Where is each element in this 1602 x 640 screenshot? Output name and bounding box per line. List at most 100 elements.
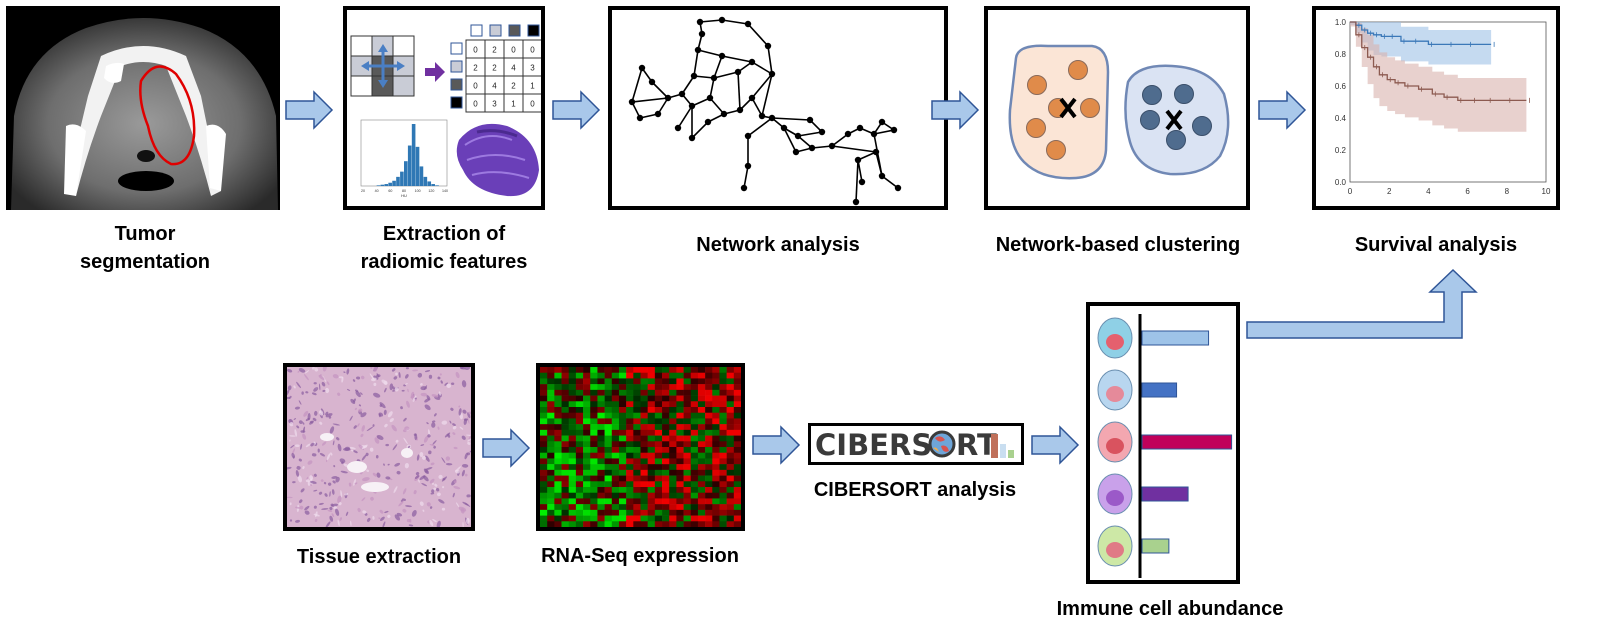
heatmap-cell bbox=[705, 515, 713, 522]
heatmap-cell bbox=[554, 492, 562, 499]
heatmap-cell bbox=[604, 452, 613, 459]
heatmap-cell bbox=[726, 378, 735, 385]
network-node bbox=[768, 114, 776, 122]
heatmap-cell bbox=[604, 435, 613, 442]
heatmap-cell bbox=[683, 458, 692, 465]
network-node bbox=[828, 142, 836, 150]
heatmap-cell bbox=[676, 515, 684, 522]
heatmap-cell bbox=[676, 492, 684, 499]
heatmap-cell bbox=[626, 367, 634, 374]
heatmap-cell bbox=[575, 509, 584, 516]
heatmap-cell bbox=[669, 487, 677, 494]
heatmap-cell bbox=[568, 412, 577, 419]
heatmap-cell bbox=[662, 458, 670, 465]
confidence-band bbox=[1350, 22, 1527, 132]
label-immune-abundance: Immune cell abundance bbox=[1056, 598, 1284, 620]
heatmap-cell bbox=[662, 401, 670, 408]
x-tick-label: 10 bbox=[1542, 187, 1551, 196]
cluster-point bbox=[1142, 85, 1162, 105]
heatmap-cell bbox=[654, 395, 663, 402]
heatmap-cell bbox=[733, 412, 741, 419]
heatmap-cell bbox=[640, 389, 648, 396]
heatmap-cell bbox=[597, 441, 605, 448]
heatmap-cell bbox=[733, 487, 741, 494]
heatmap-cell bbox=[583, 389, 591, 396]
heatmap-cell bbox=[547, 481, 555, 488]
histogram-bar bbox=[415, 146, 420, 186]
heatmap-cell bbox=[719, 458, 727, 465]
heatmap-cell bbox=[575, 498, 584, 505]
heatmap-cell bbox=[662, 418, 670, 425]
heatmap-cell bbox=[647, 447, 656, 454]
heatmap-cell bbox=[561, 441, 570, 448]
heatmap-cell bbox=[654, 372, 663, 379]
heatmap-cell bbox=[597, 418, 605, 425]
heatmap-cell bbox=[568, 481, 577, 488]
heatmap-cell bbox=[647, 504, 656, 511]
heatmap-cell bbox=[690, 395, 699, 402]
heatmap-cell bbox=[626, 418, 634, 425]
heatmap-cell bbox=[669, 441, 677, 448]
heatmap-cell bbox=[611, 498, 620, 505]
heatmap-cell bbox=[647, 435, 656, 442]
heatmap-cell bbox=[654, 424, 663, 431]
heatmap-cell bbox=[654, 412, 663, 419]
heatmap-cell bbox=[683, 429, 692, 436]
heatmap-cell bbox=[633, 424, 641, 431]
heatmap-cell bbox=[575, 515, 584, 522]
heatmap-cell bbox=[712, 492, 720, 499]
heatmap-cell bbox=[676, 509, 684, 516]
heatmap-cell bbox=[726, 504, 735, 511]
heatmap-cell bbox=[540, 395, 548, 402]
heatmap-cell bbox=[669, 521, 677, 527]
cluster-point bbox=[1192, 116, 1212, 136]
heatmap-cell bbox=[705, 435, 713, 442]
heatmap-cell bbox=[547, 435, 555, 442]
heatmap-cell bbox=[669, 378, 677, 385]
heatmap-cell bbox=[654, 389, 663, 396]
heatmap-cell bbox=[697, 521, 706, 527]
heatmap-cell bbox=[647, 384, 656, 391]
heatmap-cell bbox=[547, 504, 555, 511]
heatmap-cell bbox=[662, 367, 670, 374]
heatmap-cell bbox=[575, 412, 584, 419]
heatmap-cell bbox=[726, 389, 735, 396]
heatmap-cell bbox=[683, 521, 692, 527]
heatmap-cell bbox=[690, 475, 699, 482]
heatmap-cell bbox=[733, 418, 741, 425]
heatmap-cell bbox=[583, 475, 591, 482]
heatmap-cell bbox=[590, 378, 598, 385]
heatmap-cell bbox=[690, 469, 699, 476]
heatmap-cell bbox=[712, 487, 720, 494]
heatmap-cell bbox=[654, 407, 663, 414]
network-edge bbox=[881, 175, 899, 189]
heatmap-cell bbox=[554, 498, 562, 505]
heatmap-cell bbox=[726, 435, 735, 442]
heatmap-cell bbox=[604, 372, 613, 379]
heatmap-cell bbox=[690, 389, 699, 396]
heatmap-cell bbox=[640, 492, 648, 499]
heatmap-cell bbox=[726, 407, 735, 414]
cluster-point bbox=[1080, 98, 1100, 118]
heatmap-cell bbox=[719, 367, 727, 374]
heatmap-cell bbox=[726, 452, 735, 459]
heatmap-cell bbox=[633, 378, 641, 385]
heatmap-cell bbox=[640, 469, 648, 476]
network-edge bbox=[677, 105, 693, 129]
heatmap-cell bbox=[561, 464, 570, 471]
glcm-value: 4 bbox=[492, 82, 497, 91]
heatmap-cell bbox=[676, 441, 684, 448]
heatmap-cell bbox=[647, 429, 656, 436]
heatmap-cell bbox=[676, 469, 684, 476]
heatmap-cell bbox=[626, 521, 634, 527]
heatmap-cell bbox=[597, 395, 605, 402]
heatmap-cell bbox=[662, 504, 670, 511]
heatmap-cell bbox=[626, 389, 634, 396]
heatmap-cell bbox=[604, 424, 613, 431]
heatmap-cell bbox=[590, 452, 598, 459]
heatmap-cell bbox=[540, 418, 548, 425]
survival-curve bbox=[1350, 21, 1527, 102]
cluster-illustration bbox=[1008, 44, 1230, 180]
